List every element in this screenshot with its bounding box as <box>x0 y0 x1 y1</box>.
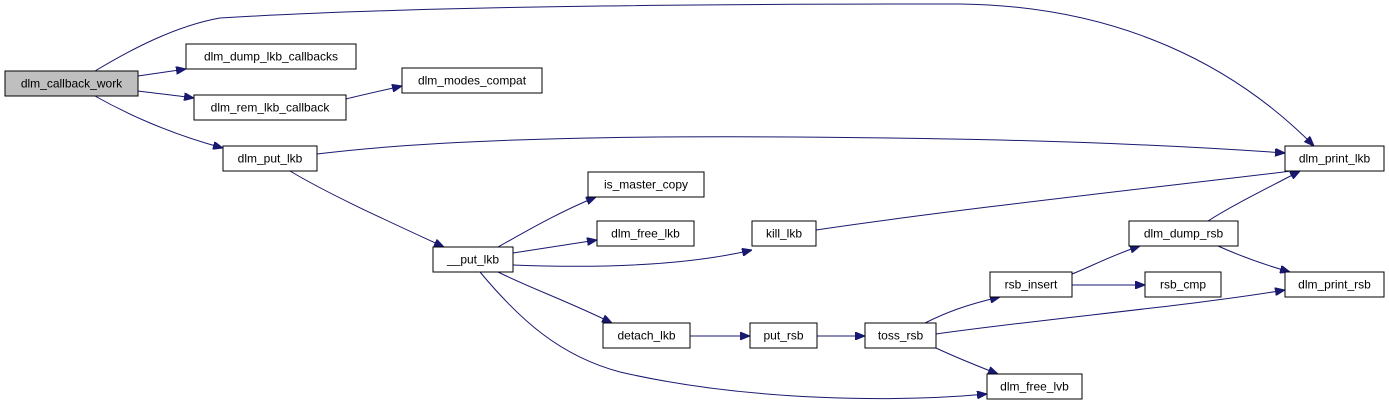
node-box <box>1144 271 1222 298</box>
node-box <box>1128 220 1239 247</box>
node-label: dlm_rem_lkb_callback <box>211 101 331 115</box>
node-put_rsb[interactable]: put_rsb <box>749 322 818 349</box>
node-is_master_copy[interactable]: is_master_copy <box>587 171 705 198</box>
edge-dlm_callback_work-to-dlm_dump_lkb_callbacks <box>137 69 186 77</box>
edge-__put_lkb-to-kill_lkb <box>512 250 752 267</box>
node-box <box>1284 145 1385 172</box>
node-box <box>1284 271 1385 298</box>
node-detach_lkb[interactable]: detach_lkb <box>602 322 691 349</box>
edge-dlm_callback_work-to-dlm_rem_lkb_callback <box>137 90 194 98</box>
nodes-layer: dlm_callback_work dlm_dump_lkb_callbacksd… <box>4 43 1385 400</box>
node-box <box>4 70 139 97</box>
node-label: dlm_print_lkb <box>1299 152 1371 166</box>
node-rsb_cmp[interactable]: rsb_cmp <box>1144 271 1222 298</box>
edge-toss_rsb-to-dlm_print_rsb <box>935 290 1285 335</box>
edge-dlm_callback_work-to-dlm_put_lkb <box>94 95 223 148</box>
edge-toss_rsb-to-rsb_insert <box>924 297 1000 324</box>
node-box <box>986 373 1083 400</box>
node-dlm_rem_lkb_callback[interactable]: dlm_rem_lkb_callback <box>193 94 347 121</box>
node-box <box>401 67 543 94</box>
edges-layer <box>94 3 1314 400</box>
node-box <box>432 246 514 273</box>
node-dlm_dump_lkb_callbacks[interactable]: dlm_dump_lkb_callbacks <box>185 43 357 70</box>
node-dlm_put_lkb[interactable]: dlm_put_lkb <box>222 145 318 172</box>
node-box <box>193 94 347 121</box>
node-dlm_modes_compat[interactable]: dlm_modes_compat <box>401 67 543 94</box>
node-box <box>749 322 818 349</box>
node-label: rsb_insert <box>1005 278 1058 292</box>
node-label: dlm_put_lkb <box>238 152 303 166</box>
node-label: dlm_free_lvb <box>1000 380 1069 394</box>
node-label: dlm_print_rsb <box>1298 278 1371 292</box>
node-dlm_callback_work[interactable]: dlm_callback_work <box>4 70 139 97</box>
edge-__put_lkb-to-detach_lkb <box>497 271 612 323</box>
edge-dlm_put_lkb-to-__put_lkb <box>289 170 444 247</box>
node-kill_lkb[interactable]: kill_lkb <box>751 220 817 247</box>
node-rsb_insert[interactable]: rsb_insert <box>989 271 1073 298</box>
edge-kill_lkb-to-dlm_print_lkb <box>815 170 1300 231</box>
node-toss_rsb[interactable]: toss_rsb <box>864 322 937 349</box>
node-dlm_print_lkb[interactable]: dlm_print_lkb <box>1284 145 1385 172</box>
node-label: rsb_cmp <box>1160 278 1206 292</box>
edge-dlm_put_lkb-to-dlm_print_lkb <box>316 136 1285 154</box>
node-label: dlm_dump_rsb <box>1144 227 1224 241</box>
node-label: is_master_copy <box>604 178 688 192</box>
edge-dlm_dump_rsb-to-dlm_print_rsb <box>1217 245 1290 272</box>
node-box <box>222 145 318 172</box>
edge-rsb_insert-to-dlm_dump_rsb <box>1071 246 1140 275</box>
node-dlm_dump_rsb[interactable]: dlm_dump_rsb <box>1128 220 1239 247</box>
node-box <box>989 271 1073 298</box>
node-box <box>602 322 691 349</box>
node-label: detach_lkb <box>617 329 675 343</box>
edge-__put_lkb-to-dlm_free_lvb <box>479 271 987 400</box>
node-__put_lkb[interactable]: __put_lkb <box>432 246 514 273</box>
edge-toss_rsb-to-dlm_free_lvb <box>935 347 998 374</box>
edge-dlm_callback_work-to-dlm_print_lkb <box>94 3 1314 146</box>
node-dlm_free_lvb[interactable]: dlm_free_lvb <box>986 373 1083 400</box>
node-dlm_free_lkb[interactable]: dlm_free_lkb <box>596 220 695 247</box>
edge-dlm_rem_lkb_callback-to-dlm_modes_compat <box>345 86 402 100</box>
node-dlm_print_rsb[interactable]: dlm_print_rsb <box>1284 271 1385 298</box>
node-label: kill_lkb <box>766 227 802 241</box>
node-box <box>864 322 937 349</box>
node-label: put_rsb <box>763 329 803 343</box>
edge-__put_lkb-to-is_master_copy <box>497 197 596 248</box>
node-label: __put_lkb <box>446 253 499 267</box>
node-box <box>751 220 817 247</box>
node-label: dlm_dump_lkb_callbacks <box>204 50 338 64</box>
node-label: dlm_free_lkb <box>611 227 680 241</box>
node-label: dlm_callback_work <box>21 77 123 91</box>
edge-dlm_dump_rsb-to-dlm_print_lkb <box>1207 171 1300 222</box>
node-box <box>185 43 357 70</box>
node-box <box>596 220 695 247</box>
node-label: toss_rsb <box>878 329 924 343</box>
node-label: dlm_modes_compat <box>418 74 527 88</box>
edge-__put_lkb-to-dlm_free_lkb <box>512 240 597 254</box>
node-box <box>587 171 705 198</box>
